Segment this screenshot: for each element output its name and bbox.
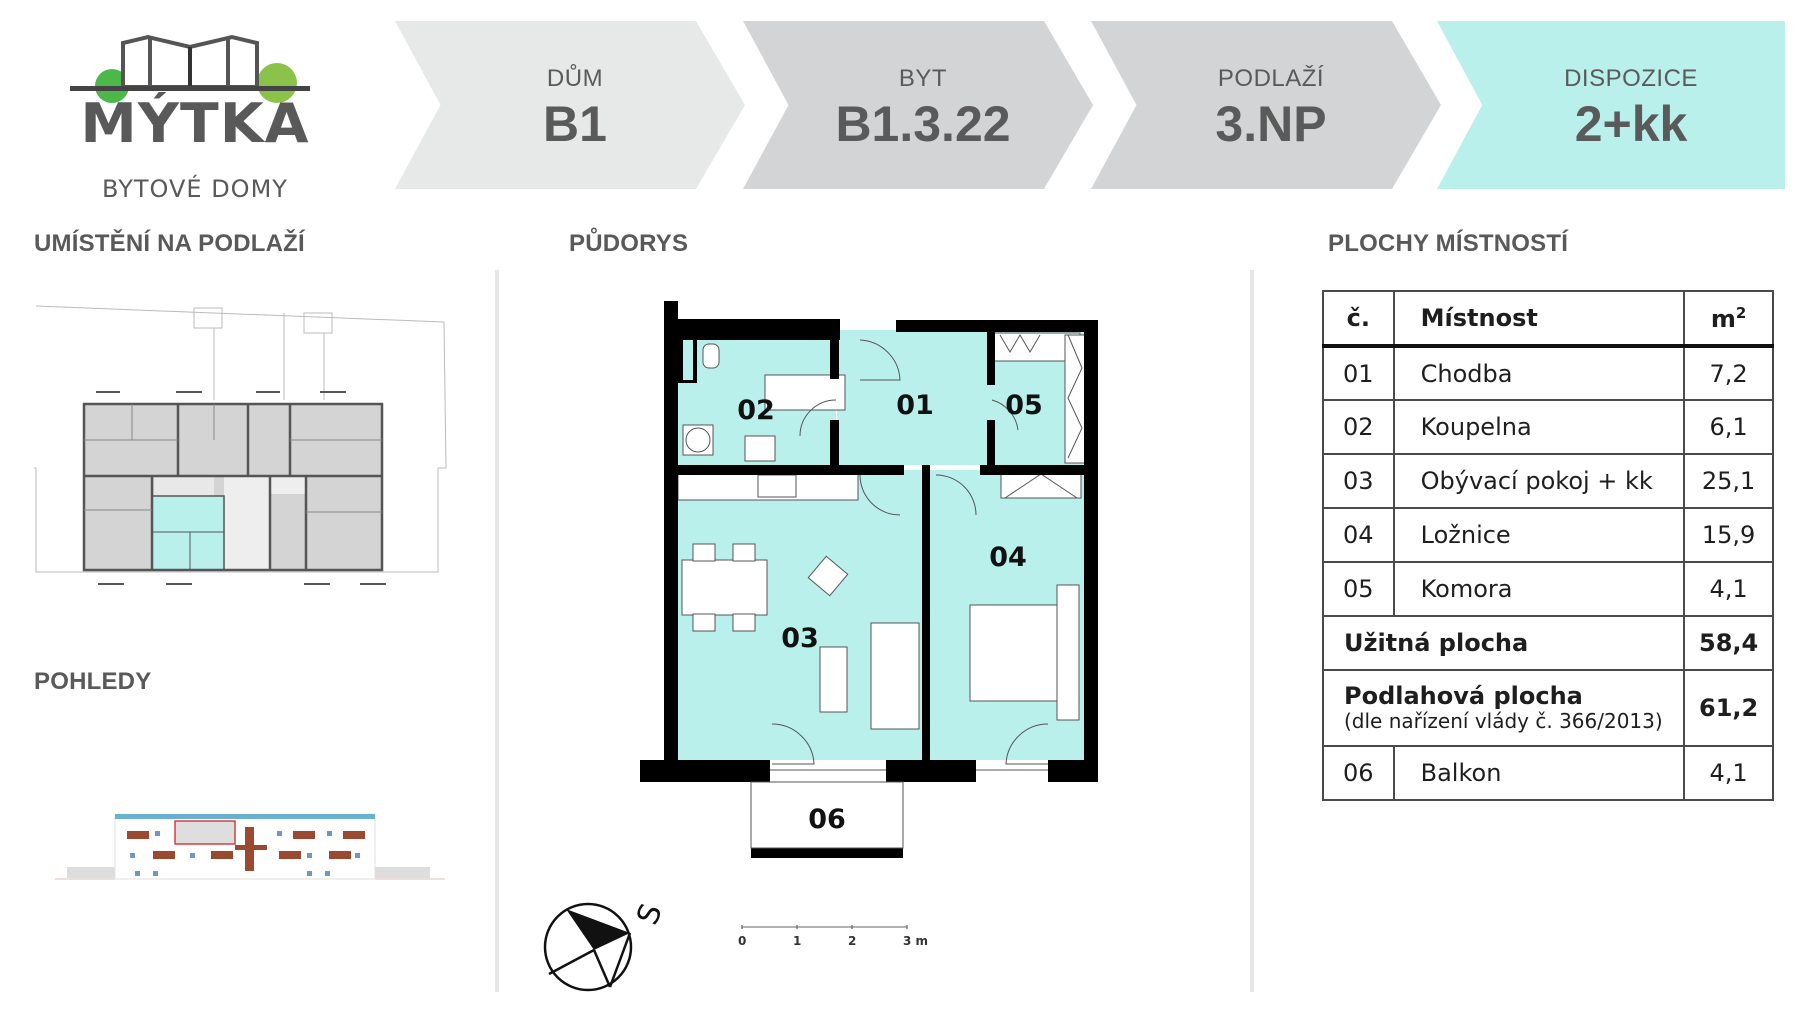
scale-tick-3: 3 m	[903, 934, 929, 948]
step-house-label: DŮM	[546, 65, 604, 92]
heading-floor-location: UMÍSTĚNÍ NA PODLAŽÍ	[34, 230, 305, 257]
room-area: 7,2	[1683, 345, 1774, 401]
scale-tick-1: 1	[793, 934, 802, 948]
usable-area-label: Užitná plocha	[1321, 615, 1686, 671]
room-name: Komora	[1392, 561, 1686, 617]
room-label-02: 02	[737, 395, 775, 426]
room-area: 25,1	[1683, 453, 1774, 509]
apartment-floorplan: 02 01 05 03 04 06	[640, 295, 1110, 865]
logo-wordmark: MÝTKA	[80, 92, 310, 155]
col-header-area: m2	[1683, 290, 1774, 348]
step-layout-value: 2+kk	[1574, 96, 1688, 152]
room-area: 4,1	[1683, 561, 1774, 617]
logo-houses-icon	[70, 34, 310, 103]
table-row: 04 Ložnice 15,9	[1322, 507, 1774, 563]
room-area: 4,1	[1683, 745, 1774, 801]
scale-bar: 0 1 2 3 m	[735, 920, 935, 960]
compass-icon: S	[542, 895, 670, 1005]
scale-tick-2: 2	[848, 934, 857, 948]
step-apartment: BYT B1.3.22	[743, 21, 1093, 189]
step-house: DŮM B1	[395, 21, 745, 189]
table-row: 06 Balkon 4,1	[1322, 745, 1774, 801]
logo: MÝTKA BYTOVÉ DOMY	[60, 25, 320, 201]
heading-views: POHLEDY	[34, 668, 152, 695]
table-row: 02 Koupelna 6,1	[1322, 399, 1774, 455]
step-floor: PODLAŽÍ 3.NP	[1091, 21, 1441, 189]
room-name: Chodba	[1392, 345, 1686, 401]
room-number: 03	[1322, 453, 1395, 509]
column-divider-right	[1250, 270, 1254, 992]
room-label-04: 04	[989, 542, 1027, 573]
floor-area-label-cell: Podlahová plocha (dle nařízení vlády č. …	[1321, 669, 1686, 747]
floor-location-plan[interactable]	[28, 300, 454, 590]
room-label-06: 06	[808, 804, 846, 835]
step-house-value: B1	[543, 96, 607, 152]
room-number: 01	[1322, 345, 1395, 401]
step-layout: DISPOZICE 2+kk	[1437, 21, 1785, 189]
floor-area-value: 61,2	[1683, 669, 1774, 747]
table-row: 01 Chodba 7,2	[1322, 345, 1774, 401]
heading-floorplan: PŮDORYS	[569, 230, 689, 257]
room-name: Obývací pokoj + kk	[1392, 453, 1686, 509]
floor-area-label: Podlahová plocha	[1344, 681, 1583, 710]
room-area: 15,9	[1683, 507, 1774, 563]
step-apartment-value: B1.3.22	[835, 96, 1011, 152]
step-apartment-label: BYT	[898, 65, 948, 92]
scale-tick-0: 0	[738, 934, 747, 948]
room-label-03: 03	[781, 623, 819, 654]
step-layout-label: DISPOZICE	[1564, 65, 1698, 92]
room-area: 6,1	[1683, 399, 1774, 455]
col-header-number: č.	[1322, 290, 1395, 348]
step-floor-label: PODLAŽÍ	[1217, 65, 1325, 92]
room-label-05: 05	[1005, 390, 1043, 421]
table-row: 05 Komora 4,1	[1322, 561, 1774, 617]
table-row: 03 Obývací pokoj + kk 25,1	[1322, 453, 1774, 509]
room-label-01: 01	[896, 390, 934, 421]
floor-area-note: (dle nařízení vlády č. 366/2013)	[1344, 709, 1663, 734]
room-name: Koupelna	[1392, 399, 1686, 455]
room-name: Ložnice	[1392, 507, 1686, 563]
building-elevation-view[interactable]	[45, 805, 450, 895]
usable-area-value: 58,4	[1683, 615, 1774, 671]
room-areas-table: č. Místnost m2 01 Chodba 7,2 02 Koupelna…	[1321, 290, 1774, 801]
room-number: 04	[1322, 507, 1395, 563]
usable-area-row: Užitná plocha 58,4	[1321, 615, 1774, 671]
col-header-room: Místnost	[1392, 290, 1686, 348]
room-number: 05	[1322, 561, 1395, 617]
step-floor-value: 3.NP	[1215, 96, 1327, 152]
table-header-row: č. Místnost m2	[1322, 290, 1774, 348]
logo-subtitle: BYTOVÉ DOMY	[102, 175, 288, 203]
room-number: 02	[1322, 399, 1395, 455]
heading-room-areas: PLOCHY MÍSTNOSTÍ	[1328, 230, 1569, 257]
compass-south-label: S	[630, 899, 662, 930]
floor-area-row: Podlahová plocha (dle nařízení vlády č. …	[1321, 669, 1774, 747]
room-name: Balkon	[1392, 745, 1686, 801]
column-divider-left	[495, 270, 499, 992]
room-number: 06	[1322, 745, 1395, 801]
